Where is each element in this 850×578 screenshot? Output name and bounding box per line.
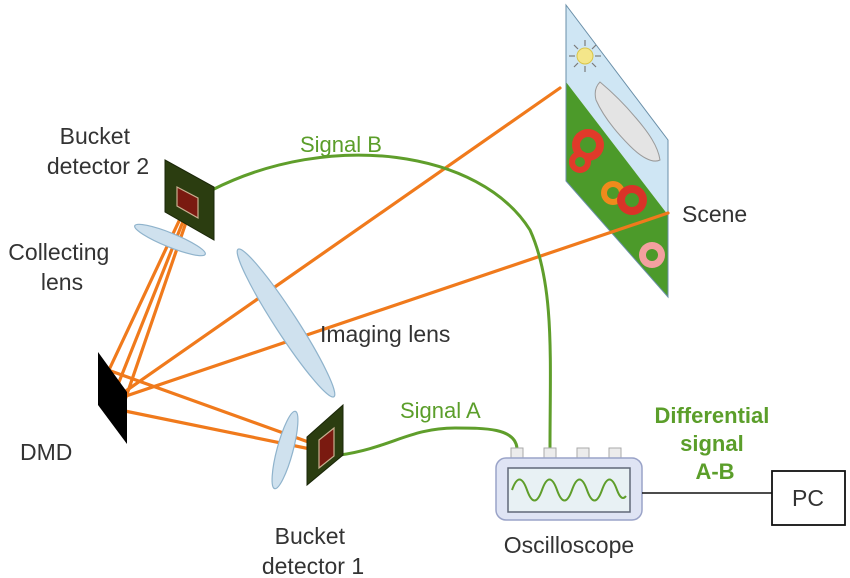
scene-label: Scene: [682, 201, 747, 227]
waveform-trace: [511, 478, 627, 502]
flower-pink: [639, 242, 665, 268]
scene-frame: [565, 3, 669, 299]
bucket-detector-2: [164, 159, 215, 241]
imaging-lens-label: Imaging lens: [320, 321, 450, 347]
oscilloscope: [495, 447, 643, 521]
dmd-device: [98, 352, 127, 444]
dmd-label: DMD: [20, 439, 72, 465]
flower-red-right: [617, 185, 647, 215]
bucket-detector-1-label: Bucket detector 1: [262, 523, 364, 578]
cloud-shape: [594, 81, 661, 162]
bucket-detector-1-lens: [271, 410, 299, 490]
collecting-lens: [134, 223, 206, 257]
oscilloscope-label: Oscilloscope: [504, 532, 634, 558]
beam-scene-top: [118, 86, 562, 397]
beam-scene-middle: [118, 211, 670, 400]
bucket-detector-2-label: Bucket detector 2: [47, 123, 149, 179]
bucket-detector-1: [306, 403, 344, 487]
signal-b-cable: [211, 153, 552, 449]
signal-a-cable: [339, 426, 519, 457]
sun-icon: [569, 40, 601, 72]
pc-box: [771, 470, 846, 526]
scene-panel: [565, 3, 669, 299]
signal-a-label: Signal A: [400, 398, 481, 423]
differential-signal-label: Differential signal A-B: [654, 403, 775, 484]
oscilloscope-screen: [507, 467, 631, 513]
detector-1-sensor: [318, 426, 335, 470]
imaging-lens: [236, 248, 336, 398]
pc-label: PC: [792, 485, 824, 511]
detector-2-sensor: [176, 186, 199, 220]
collecting-lens-label: Collecting lens: [8, 239, 115, 295]
beam-dmd-to-detector2-a: [106, 202, 189, 374]
signal-cables: [211, 153, 552, 457]
flower-red-small: [569, 151, 591, 173]
signal-b-label: Signal B: [300, 132, 382, 157]
